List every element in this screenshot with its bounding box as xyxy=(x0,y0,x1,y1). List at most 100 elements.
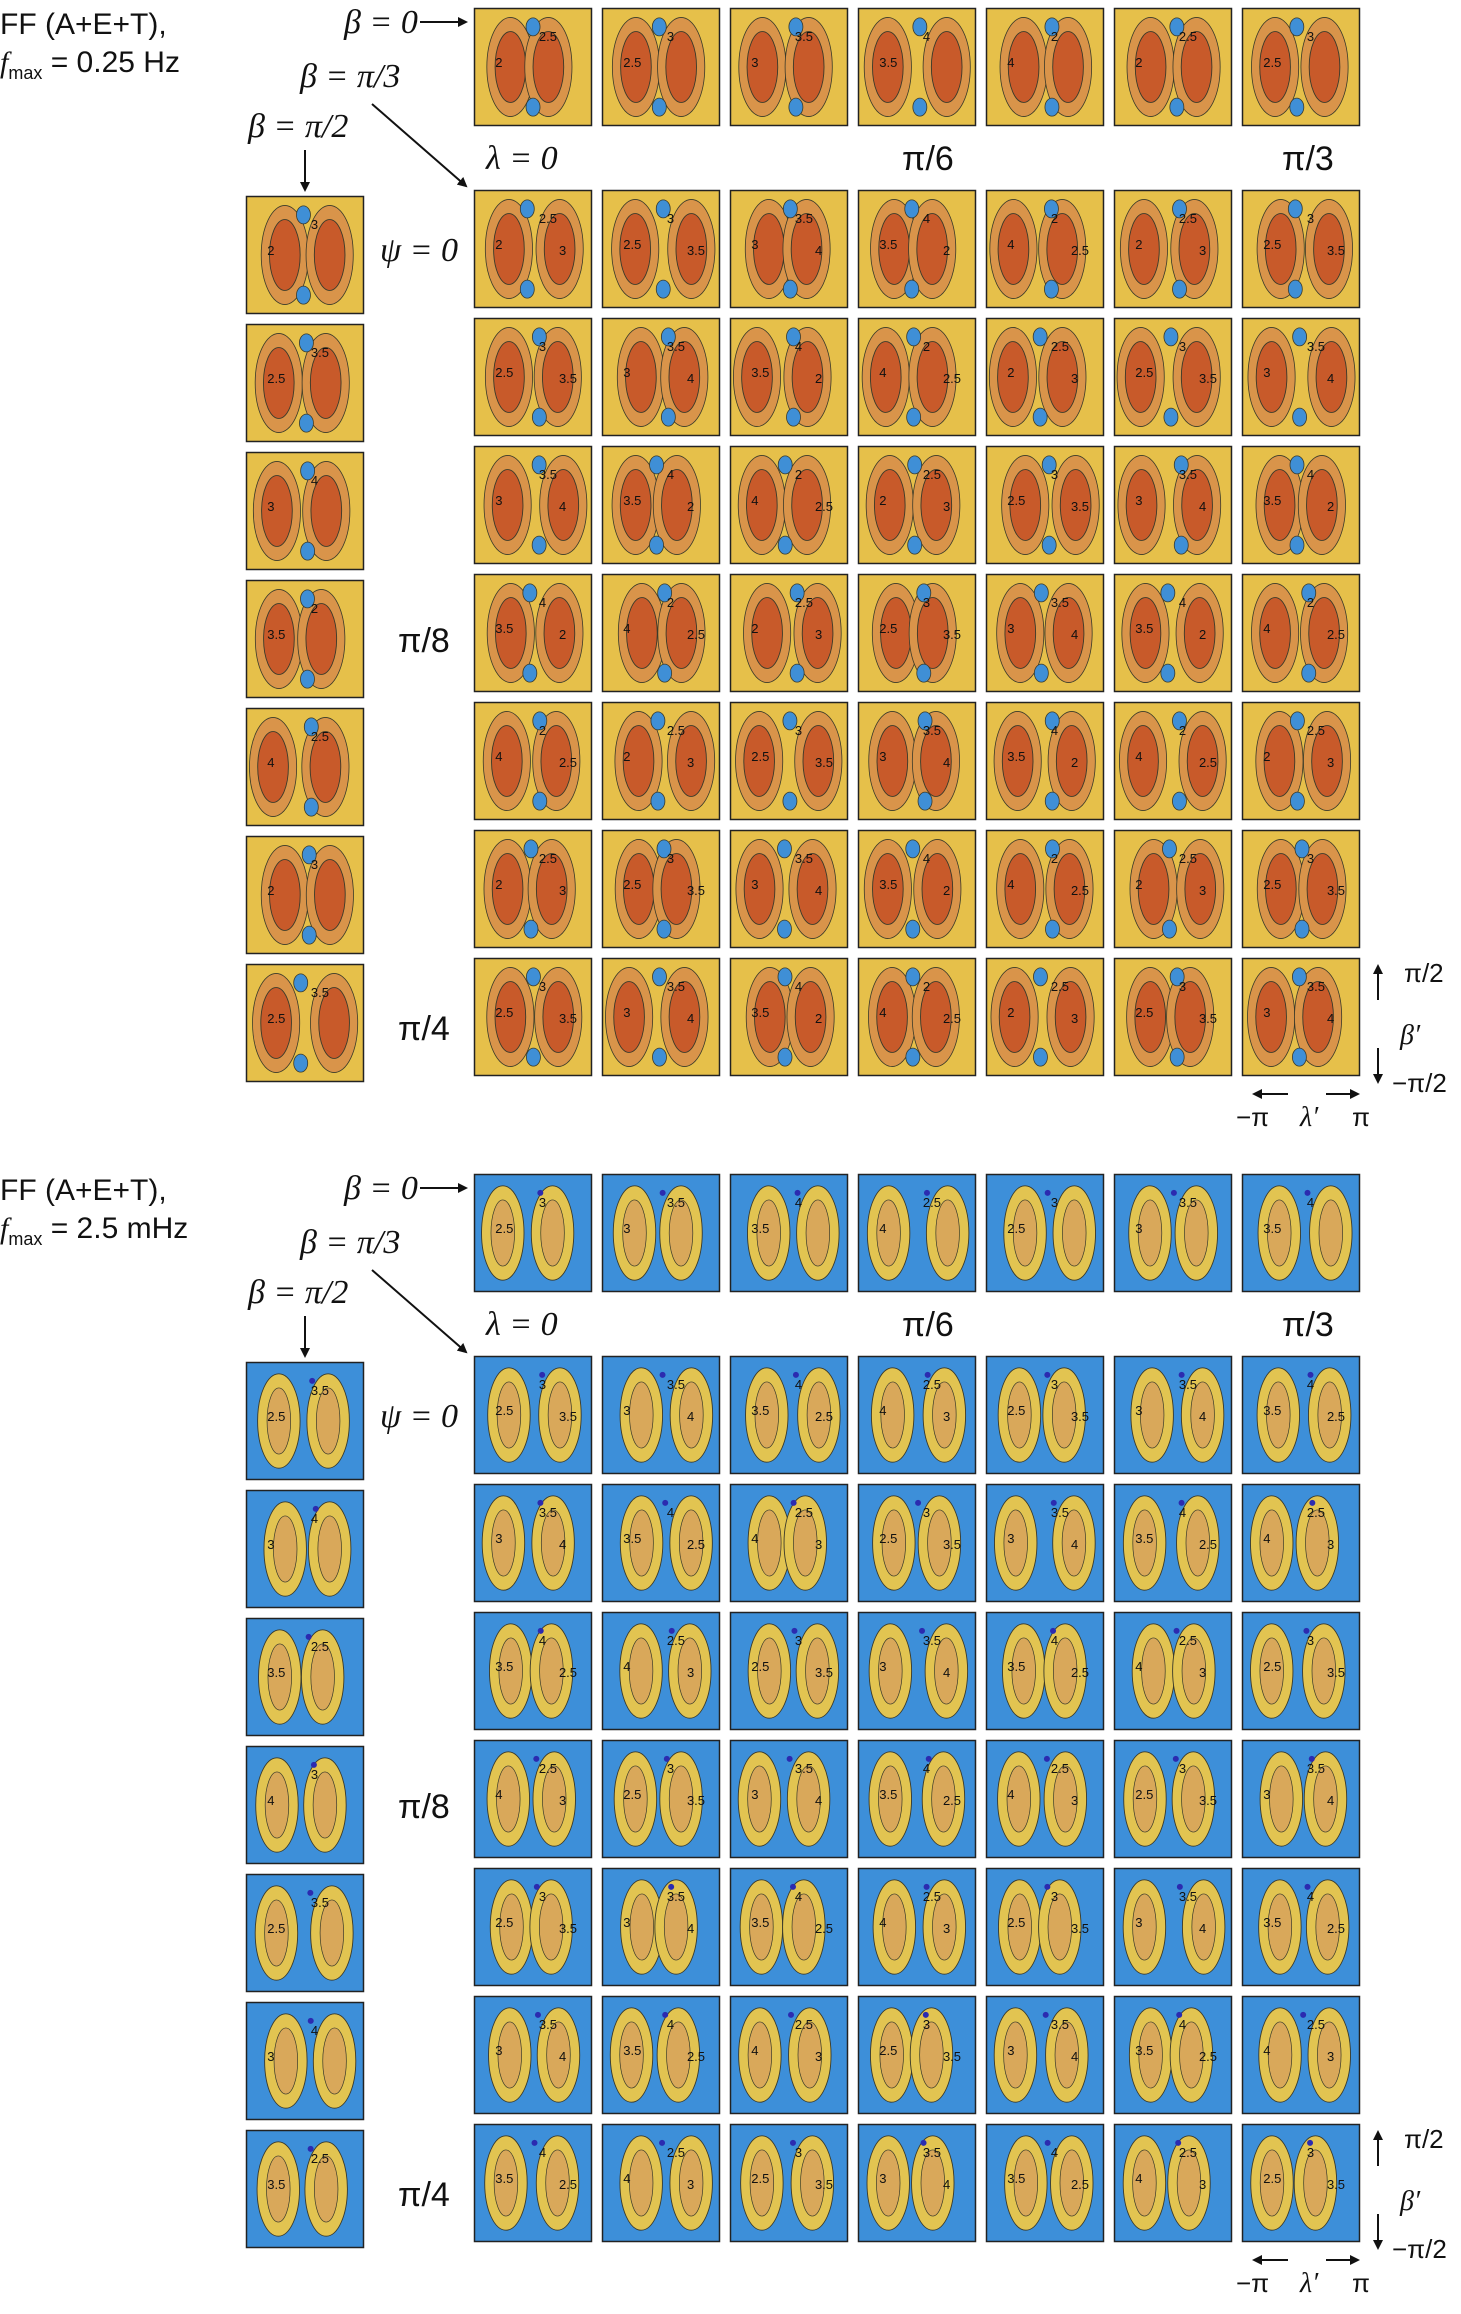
contour-line xyxy=(743,853,776,925)
contour-line xyxy=(1263,725,1296,797)
contour-value-label: 2.5 xyxy=(1263,877,1281,892)
contour-value-label: 3.5 xyxy=(311,345,329,360)
contour-line xyxy=(1173,455,1222,555)
contour-line xyxy=(1052,1637,1078,1705)
contour-line xyxy=(293,973,309,993)
contour-value-label: 2 xyxy=(1263,749,1270,764)
tile-grid-2-0: 33.54 xyxy=(473,445,593,565)
contour-line xyxy=(527,839,576,939)
contour-line xyxy=(996,583,1045,683)
contour-line xyxy=(1169,967,1185,987)
tile-frame xyxy=(857,445,977,565)
contour-value-label: 4 xyxy=(1327,1793,1334,1808)
tile-grid-4-4: 3.542 xyxy=(985,701,1105,821)
contour-value-label: 2.5 xyxy=(311,729,329,744)
contour-line xyxy=(545,2149,570,2217)
contour-value-label: 2 xyxy=(267,883,274,898)
contour-value-label: 3.5 xyxy=(267,2177,285,2192)
tile-frame xyxy=(601,829,721,949)
contour-line xyxy=(619,2021,644,2089)
contour-value-label: 4 xyxy=(687,1921,694,1936)
contour-line xyxy=(911,967,960,1067)
tile-beta0-4: 2.53 xyxy=(985,1173,1105,1293)
tile-grid-5-4: 422.5 xyxy=(985,829,1105,949)
contour-line xyxy=(805,1637,830,1705)
tile-frame xyxy=(857,1611,977,1731)
contour-line xyxy=(538,1893,564,1961)
contour-line xyxy=(264,1771,290,1839)
contour-value-label: 4 xyxy=(1327,1011,1334,1026)
contour-line xyxy=(793,583,842,683)
contour-value-label: 4 xyxy=(1135,749,1142,764)
contour-value-label: 3.5 xyxy=(1307,979,1325,994)
tile-frame xyxy=(729,1867,849,1987)
contour-line xyxy=(613,981,645,1053)
contour-value-label: 2.5 xyxy=(311,2151,329,2166)
contour-value-label: 3.5 xyxy=(1263,1915,1281,1930)
contour-value-label: 2.5 xyxy=(923,1889,941,1904)
contour-line xyxy=(668,1199,694,1267)
tile-beta-pi2-6: 3.5 2.5 xyxy=(245,2129,365,2249)
source-marker xyxy=(1176,1883,1183,1890)
contour-line xyxy=(1174,981,1206,1053)
contour-line xyxy=(486,967,535,1067)
contour-line xyxy=(301,333,350,433)
panel-bottom-beta-pi2-label: β = π/2 xyxy=(248,1274,349,1311)
contour-line xyxy=(876,981,908,1053)
contour-line xyxy=(927,1509,952,1577)
contour-line xyxy=(1044,791,1060,811)
tile-frame xyxy=(729,573,849,693)
contour-line xyxy=(1166,967,1215,1067)
panel-top-title-line2: fmax = 0.25 Hz xyxy=(0,45,180,83)
contour-value-label: 4 xyxy=(815,243,822,258)
contour-line xyxy=(1004,597,1037,669)
contour-line xyxy=(788,839,837,939)
tile-frame xyxy=(601,957,721,1077)
contour-value-label: 4 xyxy=(923,29,930,44)
tile-grid-2-4: 3.542.5 xyxy=(985,1611,1105,1731)
tile-frame xyxy=(985,445,1105,565)
contour-value-label: 3.5 xyxy=(687,883,705,898)
contour-line xyxy=(1128,213,1160,285)
contour-line xyxy=(789,663,805,683)
contour-value-label: 3.5 xyxy=(1007,2171,1025,2186)
contour-line xyxy=(916,597,949,669)
contour-value-label: 3.5 xyxy=(1051,2017,1069,2032)
contour-line xyxy=(1132,2149,1157,2217)
contour-line xyxy=(922,17,971,117)
contour-line xyxy=(611,199,660,299)
tile-grid-4-0: 2.533.5 xyxy=(473,1867,593,1987)
contour-line xyxy=(667,711,716,811)
contour-value-label: 3 xyxy=(267,2049,274,2064)
contour-line xyxy=(882,1893,907,1961)
source-marker xyxy=(1043,1755,1050,1762)
tile-frame xyxy=(601,1611,721,1731)
contour-line xyxy=(1300,583,1349,683)
tile-frame xyxy=(601,1483,721,1603)
contour-value-label: 3 xyxy=(923,595,930,610)
contour-value-label: 3 xyxy=(751,1787,758,1802)
contour-line xyxy=(296,205,311,225)
contour-value-label: 4 xyxy=(267,1793,274,1808)
contour-line xyxy=(623,1765,648,1833)
contour-value-label: 3 xyxy=(1071,1011,1078,1026)
contour-value-label: 3.5 xyxy=(879,237,897,252)
tile-frame xyxy=(1241,829,1361,949)
tile-frame xyxy=(985,1483,1105,1603)
tile-grid-5-1: 3.542.5 xyxy=(601,1995,721,2115)
source-marker xyxy=(792,1371,799,1378)
source-marker xyxy=(537,1189,544,1196)
panel-bottom-axis-lambda-right: π xyxy=(1352,2268,1370,2298)
source-marker xyxy=(312,1505,319,1512)
contour-line xyxy=(1062,1199,1087,1267)
contour-line xyxy=(1251,17,1300,117)
contour-line xyxy=(668,1765,694,1833)
tile-frame xyxy=(1241,445,1361,565)
tile-frame xyxy=(245,2129,365,2249)
contour-line xyxy=(1255,341,1288,413)
contour-value-label: 2.5 xyxy=(495,1221,513,1236)
contour-line xyxy=(1180,31,1213,103)
panel-top-axis-beta-top: π/2 xyxy=(1404,958,1444,988)
contour-value-label: 2 xyxy=(751,621,758,636)
tile-grid-6-4: 3.542.5 xyxy=(985,2123,1105,2243)
